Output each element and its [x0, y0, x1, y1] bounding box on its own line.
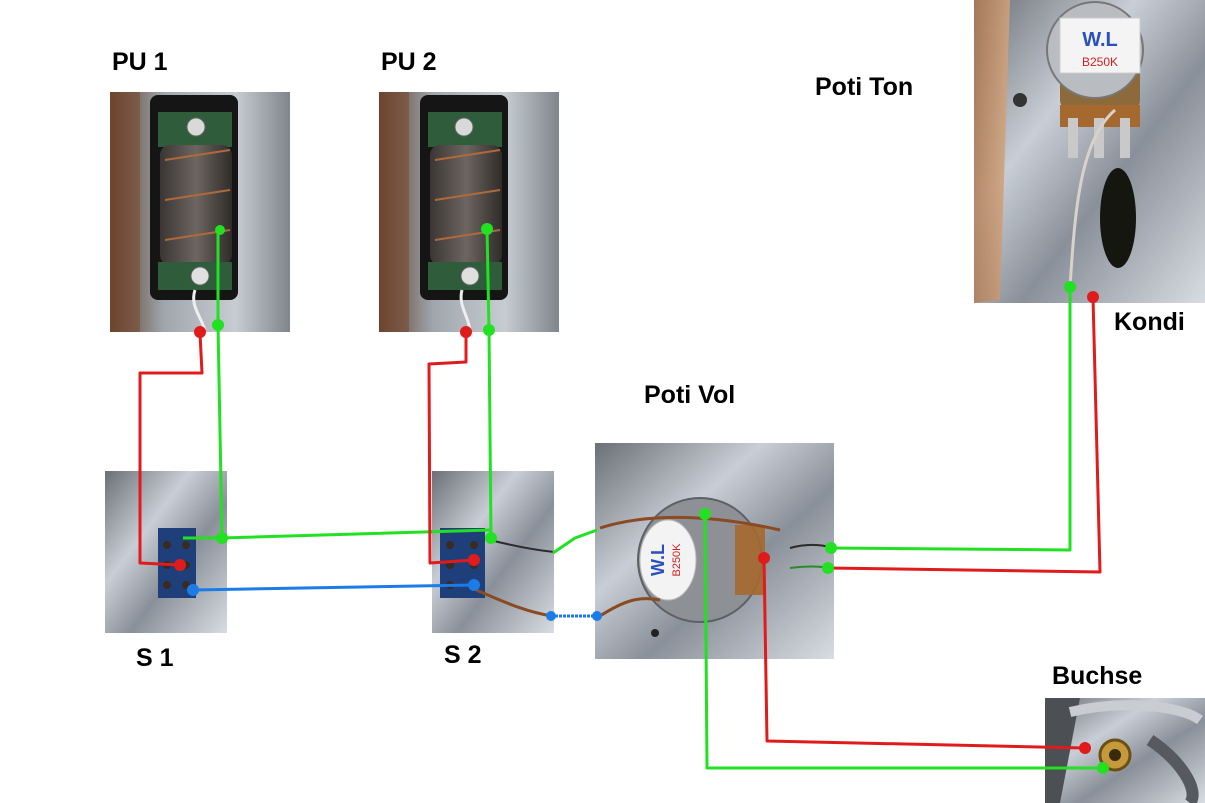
solder-point	[212, 319, 224, 331]
s1-label: S 1	[136, 644, 174, 672]
poti-ton-photo: W.L B250K	[974, 0, 1205, 303]
wire-red-pu1	[138, 332, 204, 567]
solder-point	[592, 611, 602, 621]
wire-red-vol-buchse	[762, 557, 1086, 750]
solder-point	[468, 554, 480, 566]
kondi-label: Kondi	[1114, 308, 1185, 336]
solder-point	[187, 584, 199, 596]
solder-point	[1087, 291, 1099, 303]
pu1-photo	[110, 92, 290, 332]
solder-point	[822, 562, 834, 574]
solder-point	[546, 611, 556, 621]
solder-point	[216, 532, 228, 544]
wire-red-vol-kondi	[827, 296, 1102, 574]
buchse-label: Buchse	[1052, 662, 1143, 690]
solder-point	[825, 542, 837, 554]
solder-point	[215, 225, 225, 235]
solder-point	[1079, 742, 1091, 754]
tone-pot-value: B250K	[1082, 55, 1118, 69]
wire-green-vol-ground	[703, 513, 1103, 770]
s2-label: S 2	[444, 641, 482, 669]
buchse-photo	[1045, 698, 1205, 803]
solder-point	[758, 552, 770, 564]
wire-green-s1-s2	[183, 528, 492, 540]
wire-green-pu1	[216, 230, 224, 539]
wire-green-vol-ton	[830, 287, 1072, 552]
solder-point	[174, 559, 186, 571]
solder-point	[699, 508, 711, 520]
poti-ton-label: Poti Ton	[815, 73, 914, 101]
pu1-label: PU 1	[112, 48, 168, 76]
wire-red-pu2	[427, 333, 475, 565]
poti-vol-photo: W.L B250K	[595, 443, 834, 659]
solder-point	[194, 326, 206, 338]
wire-green-s2-vol	[552, 528, 598, 555]
wire-blue-s1-s2	[192, 583, 475, 592]
solder-point	[481, 223, 493, 235]
vol-pot-value: B250K	[671, 543, 683, 577]
solder-point	[468, 579, 480, 591]
solder-point	[483, 324, 495, 336]
solder-points	[174, 223, 1109, 774]
wire-green-pu2	[485, 227, 493, 539]
solder-point	[460, 326, 472, 338]
pu2-label: PU 2	[381, 48, 437, 76]
solder-point	[1097, 762, 1109, 774]
vol-pot-brand: W.L	[648, 544, 668, 576]
poti-vol-label: Poti Vol	[644, 381, 736, 409]
solder-point	[485, 532, 497, 544]
tone-pot-brand: W.L	[1082, 29, 1118, 51]
solder-point	[1064, 281, 1076, 293]
